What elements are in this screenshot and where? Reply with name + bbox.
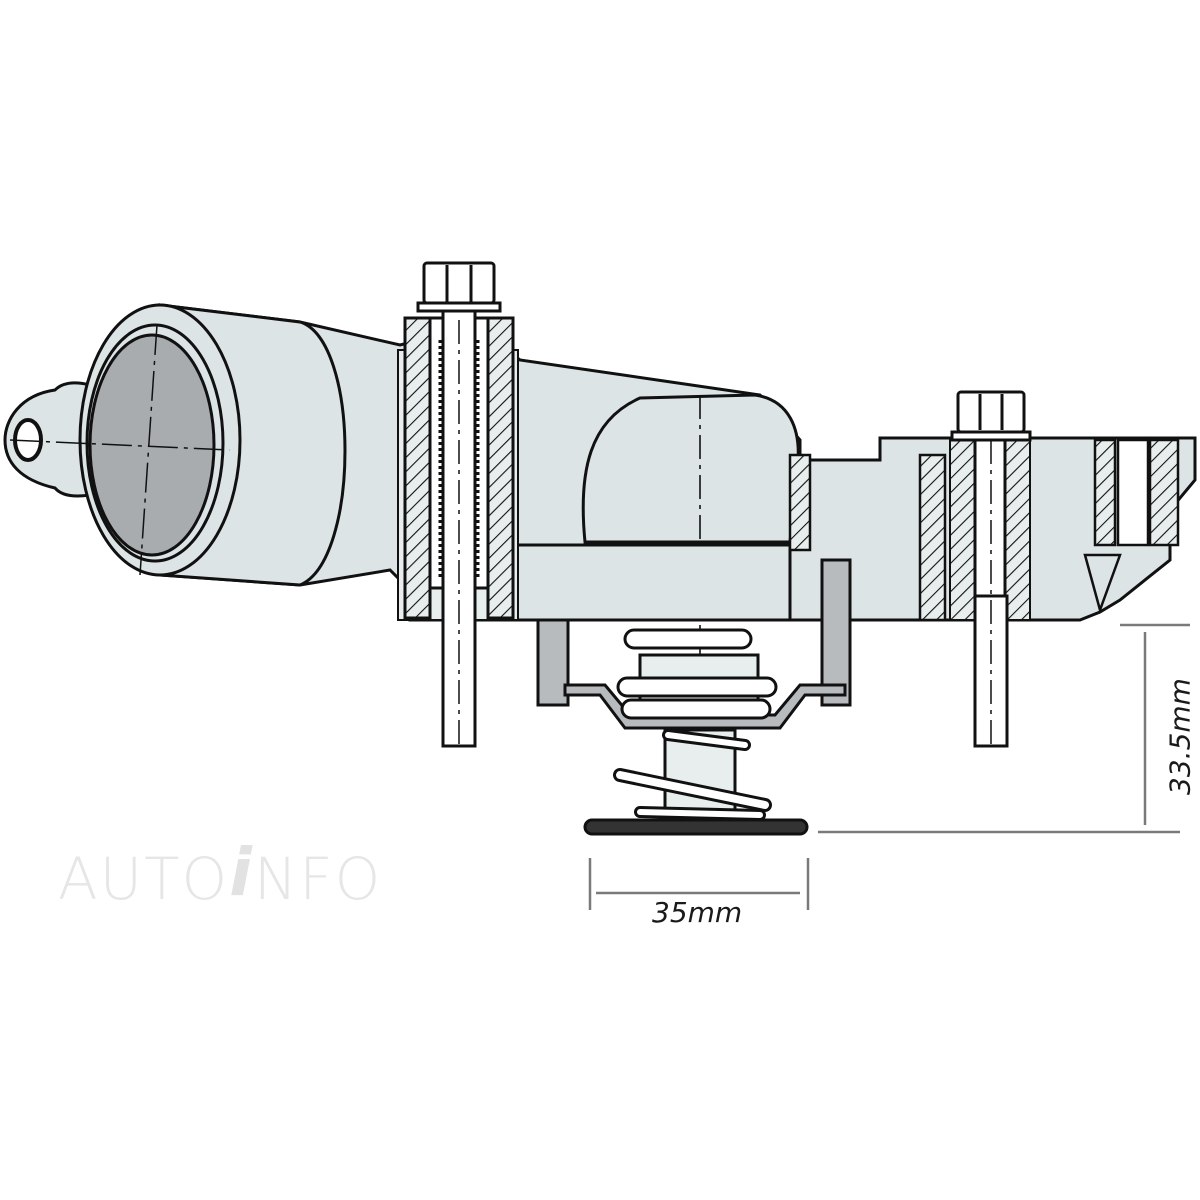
height-dimension-label: 33.5mm xyxy=(1163,678,1197,795)
bolt-right xyxy=(949,390,1032,748)
watermark-i-logo: i xyxy=(229,834,254,911)
outlet-pipe xyxy=(3,303,347,587)
right-flange-section xyxy=(788,438,1180,622)
watermark-text-nfo: NFO xyxy=(253,845,383,913)
thermostat-dome xyxy=(581,393,800,544)
thermostat-assembly xyxy=(536,558,852,836)
valve-disc xyxy=(583,818,809,836)
width-dimension-label: 35mm xyxy=(652,896,743,929)
bolt-left xyxy=(397,261,519,748)
autoinfo-watermark: AUTOiNFO xyxy=(58,838,488,914)
watermark-text-auto: AUTO xyxy=(58,845,230,913)
dimension-lines xyxy=(588,623,1190,910)
outlet-face xyxy=(88,333,216,557)
housing-lower-band xyxy=(508,543,792,622)
